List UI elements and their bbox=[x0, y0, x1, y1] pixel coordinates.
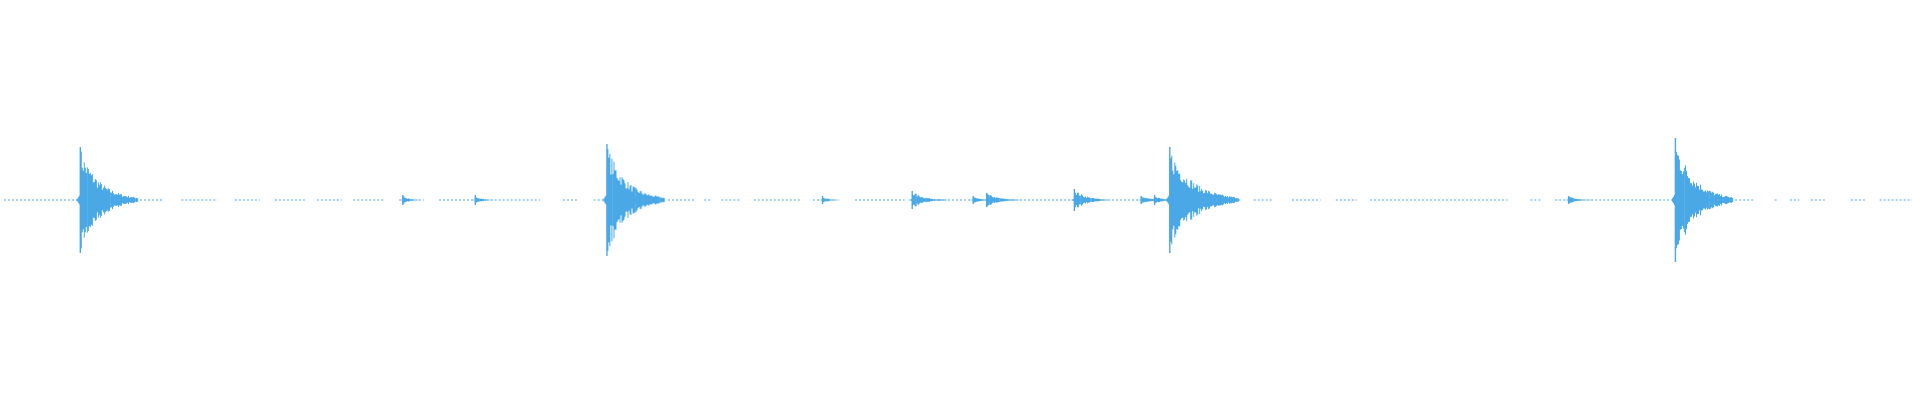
waveform-burst bbox=[622, 194, 661, 206]
burst-layer bbox=[76, 138, 1734, 262]
waveform-burst bbox=[1565, 196, 1592, 204]
waveform-burst-body bbox=[1070, 192, 1110, 208]
waveform-burst bbox=[819, 196, 841, 204]
waveform-burst-body bbox=[1166, 153, 1239, 247]
waveform-burst bbox=[471, 195, 493, 205]
waveform-burst-body bbox=[1565, 196, 1592, 204]
waveform-burst bbox=[983, 193, 1022, 207]
waveform-burst bbox=[1070, 189, 1110, 211]
waveform-burst bbox=[1166, 147, 1239, 253]
waveform-burst bbox=[908, 191, 948, 209]
waveform-burst bbox=[95, 196, 123, 204]
waveform-burst-body bbox=[908, 193, 948, 207]
waveform-burst bbox=[1691, 195, 1730, 205]
waveform-burst-body bbox=[983, 193, 1022, 207]
waveform-burst bbox=[399, 195, 421, 205]
